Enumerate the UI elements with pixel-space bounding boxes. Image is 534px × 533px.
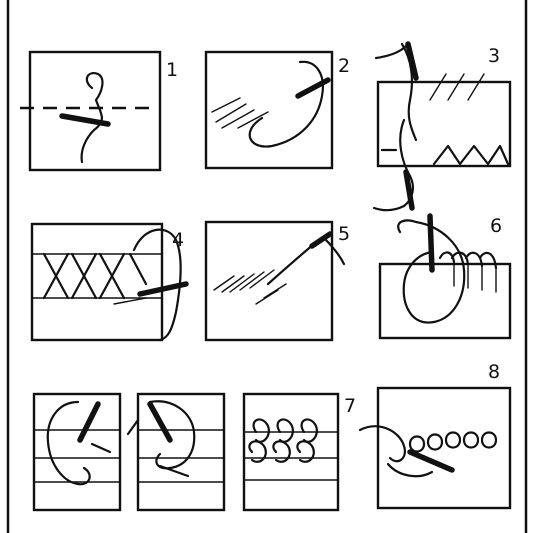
fabric-strip [378,82,510,166]
stitch-panel-2: 2 [206,52,350,168]
fabric-square-a [34,394,120,510]
panel-number-2: 2 [338,55,350,77]
panel-number-1: 1 [166,59,178,81]
panel-number-7: 7 [344,395,356,417]
fabric-square [206,52,332,168]
panel-number-4: 4 [172,229,184,251]
thread-tail [376,46,406,58]
panel-number-3: 3 [488,45,500,67]
stitch-panel-5: 5 [206,222,350,340]
panel-number-5: 5 [338,223,350,245]
stitch-panel-7: 7 [34,394,356,510]
thread-tail-bottom [374,206,404,210]
panel-number-8: 8 [488,361,500,383]
stitch-panel-3: 3 [374,44,510,210]
needle-icon [408,44,416,78]
fabric-square-b [138,394,224,510]
fabric-square [30,52,160,170]
stitch-panel-4: 4 [32,224,186,340]
needle-icon [430,216,432,270]
fabric-square [206,222,332,340]
stitch-panel-6: 6 [380,215,510,338]
panel-number-6: 6 [490,215,502,237]
stitch-panel-8: 8 [360,361,510,508]
fabric-square-c [244,394,338,510]
fabric-strip [380,264,510,338]
stitch-panel-1: 1 [20,52,178,170]
